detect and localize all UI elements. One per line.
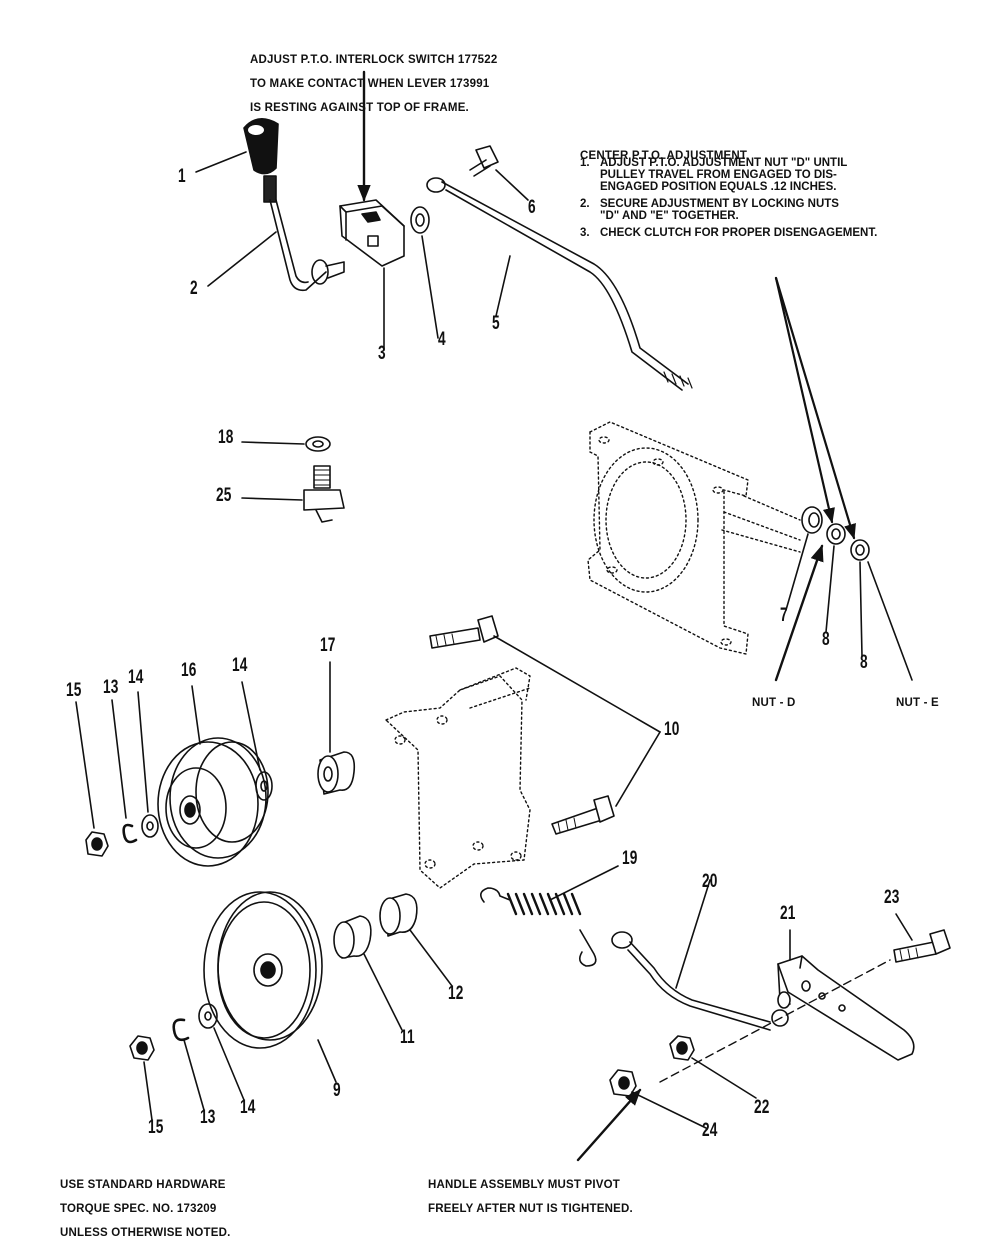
handle-note: HANDLE ASSEMBLY MUST PIVOT FREELY AFTER … (428, 1179, 633, 1215)
callout-6: 6 (528, 197, 536, 218)
idler-pulley-16-part (157, 685, 269, 867)
callout-8b: 8 (860, 652, 868, 673)
interlock-switch-part (339, 199, 405, 351)
callout-11: 11 (400, 1027, 415, 1048)
washer-14c-part (198, 1003, 245, 1101)
washer-14b-part (137, 691, 159, 838)
center-pto-title: CENTER P.T.O. ADJUSTMENT (580, 150, 748, 162)
callout-21: 21 (780, 903, 796, 924)
step-3: 3.CHECK CLUTCH FOR PROPER DISENGAGEMENT. (580, 227, 878, 239)
center-pto-arrow-d (774, 276, 835, 524)
callout-12: 12 (448, 983, 464, 1004)
callout-10: 10 (664, 719, 680, 740)
callout-16: 16 (181, 660, 197, 681)
callout-19: 19 (622, 848, 638, 869)
callout-3: 3 (378, 343, 386, 364)
handle-21-part (777, 929, 915, 1061)
nut-15a-part (75, 701, 109, 857)
callout-17: 17 (320, 635, 336, 656)
callout-15a: 15 (66, 680, 82, 701)
fitting-25-part (241, 465, 345, 523)
callout-8a: 8 (822, 629, 830, 650)
callout-2: 2 (190, 278, 198, 299)
callout-1: 1 (178, 166, 186, 187)
bolt-23-part (893, 913, 951, 963)
spacer-11-part (333, 915, 403, 1031)
nut-22-part (669, 1035, 757, 1099)
knob-part (195, 118, 279, 175)
interlock-switch-note: ADJUST P.T.O. INTERLOCK SWITCH 177522 TO… (250, 54, 498, 114)
washer-part (410, 206, 439, 339)
callout-24: 24 (702, 1120, 718, 1141)
callout-14b: 14 (232, 655, 248, 676)
callout-25: 25 (216, 485, 232, 506)
nut-e-label: NUT - E (896, 697, 939, 709)
nut-18-part (241, 436, 331, 452)
bolt-10-upper-part (429, 615, 499, 649)
step-1: 1.ADJUST P.T.O. ADJUSTMENT NUT "D" UNTIL… (580, 157, 848, 193)
callout-5: 5 (492, 313, 500, 334)
nut-d-part (785, 506, 870, 657)
spacer-12-part (379, 893, 453, 987)
nut-d-arrow (774, 544, 824, 682)
nut-d-label: NUT - D (752, 697, 796, 709)
bolt-6-part (469, 145, 529, 201)
center-pto-arrow-e (774, 276, 856, 540)
callout-18: 18 (218, 427, 234, 448)
callout-14a: 14 (128, 667, 144, 688)
callout-9: 9 (333, 1080, 341, 1101)
nut-24-part (609, 1069, 707, 1129)
pivot-bracket-phantom (385, 667, 531, 889)
callout-4: 4 (438, 329, 446, 350)
callout-7: 7 (780, 605, 788, 626)
drive-pulley-9-part (203, 891, 337, 1083)
nut-e-leader (867, 561, 913, 681)
washer-14a-part (241, 681, 273, 801)
spring-19-part (480, 865, 619, 967)
leader-10-a (493, 635, 661, 733)
callout-14c: 14 (240, 1097, 256, 1118)
clip-13b-part (172, 1018, 205, 1111)
callout-22: 22 (754, 1097, 770, 1118)
nut-15b-part (129, 1035, 155, 1121)
spacer-17-part (317, 661, 356, 795)
callout-13a: 13 (103, 677, 119, 698)
callout-23: 23 (884, 887, 900, 908)
lever-rod-part (207, 175, 345, 292)
step-2: 2.SECURE ADJUSTMENT BY LOCKING NUTS "D" … (580, 198, 839, 222)
leader-10-b (615, 731, 661, 807)
callout-13b: 13 (200, 1107, 216, 1128)
clip-13a-part (111, 699, 138, 844)
frame-phantom (587, 421, 801, 655)
hardware-note: USE STANDARD HARDWARE TORQUE SPEC. NO. 1… (60, 1179, 231, 1239)
callout-15b: 15 (148, 1117, 164, 1138)
pto-rod-20-part (611, 879, 789, 1031)
bolt-10-lower-part (551, 795, 615, 835)
control-rod-part (426, 177, 693, 391)
center-pto-steps: 1.ADJUST P.T.O. ADJUSTMENT NUT "D" UNTIL… (580, 157, 877, 244)
handle-note-arrow (576, 1088, 642, 1162)
